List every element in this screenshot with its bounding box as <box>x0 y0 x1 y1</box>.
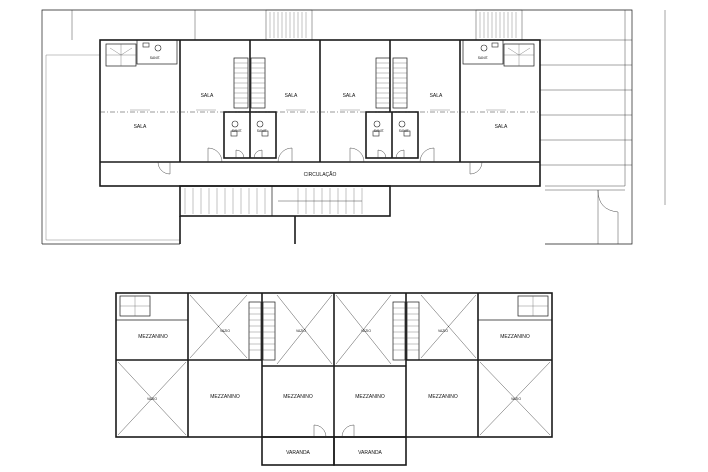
label-vazio-6: VAZIO <box>511 397 521 401</box>
label-varanda-2: VARANDA <box>358 450 382 456</box>
label-mezzanino-1: MEZZANINO <box>138 334 168 340</box>
label-sanit-2: SANIT. <box>478 56 489 60</box>
label-sanit-4: SANIT. <box>257 129 268 133</box>
label-vazio-5: VAZIO <box>147 397 157 401</box>
label-mezzanino-3: MEZZANINO <box>283 394 313 400</box>
mezzanine-floor-plan: MEZZANINO MEZZANINO MEZZANINO MEZZANINO … <box>115 292 553 466</box>
label-sanit-1: SANIT. <box>150 56 161 60</box>
label-sala-5: SALA <box>430 93 443 99</box>
label-circulacao: CIRCULAÇÃO <box>304 171 337 178</box>
label-vazio-3: VAZIO <box>361 329 371 333</box>
label-sala-2: SALA <box>201 93 214 99</box>
label-sala-1: SALA <box>134 124 147 130</box>
label-sanit-3: SANIT. <box>232 129 243 133</box>
label-varanda-1: VARANDA <box>286 450 310 456</box>
label-sala-4: SALA <box>343 93 356 99</box>
label-mezzanino-6: MEZZANINO <box>500 334 530 340</box>
label-sala-6: SALA <box>495 124 508 130</box>
label-mezzanino-4: MEZZANINO <box>355 394 385 400</box>
label-sanit-6: SANIT. <box>399 129 410 133</box>
label-sala-3: SALA <box>285 93 298 99</box>
label-sanit-5: SANIT. <box>374 129 385 133</box>
ground-floor-plan: SALA SALA SALA SALA SALA SALA SANIT. SAN… <box>41 9 666 245</box>
label-vazio-2: VAZIO <box>296 329 306 333</box>
label-mezzanino-5: MEZZANINO <box>428 394 458 400</box>
label-mezzanino-2: MEZZANINO <box>210 394 240 400</box>
label-vazio-4: VAZIO <box>438 329 448 333</box>
label-vazio-1: VAZIO <box>220 329 230 333</box>
